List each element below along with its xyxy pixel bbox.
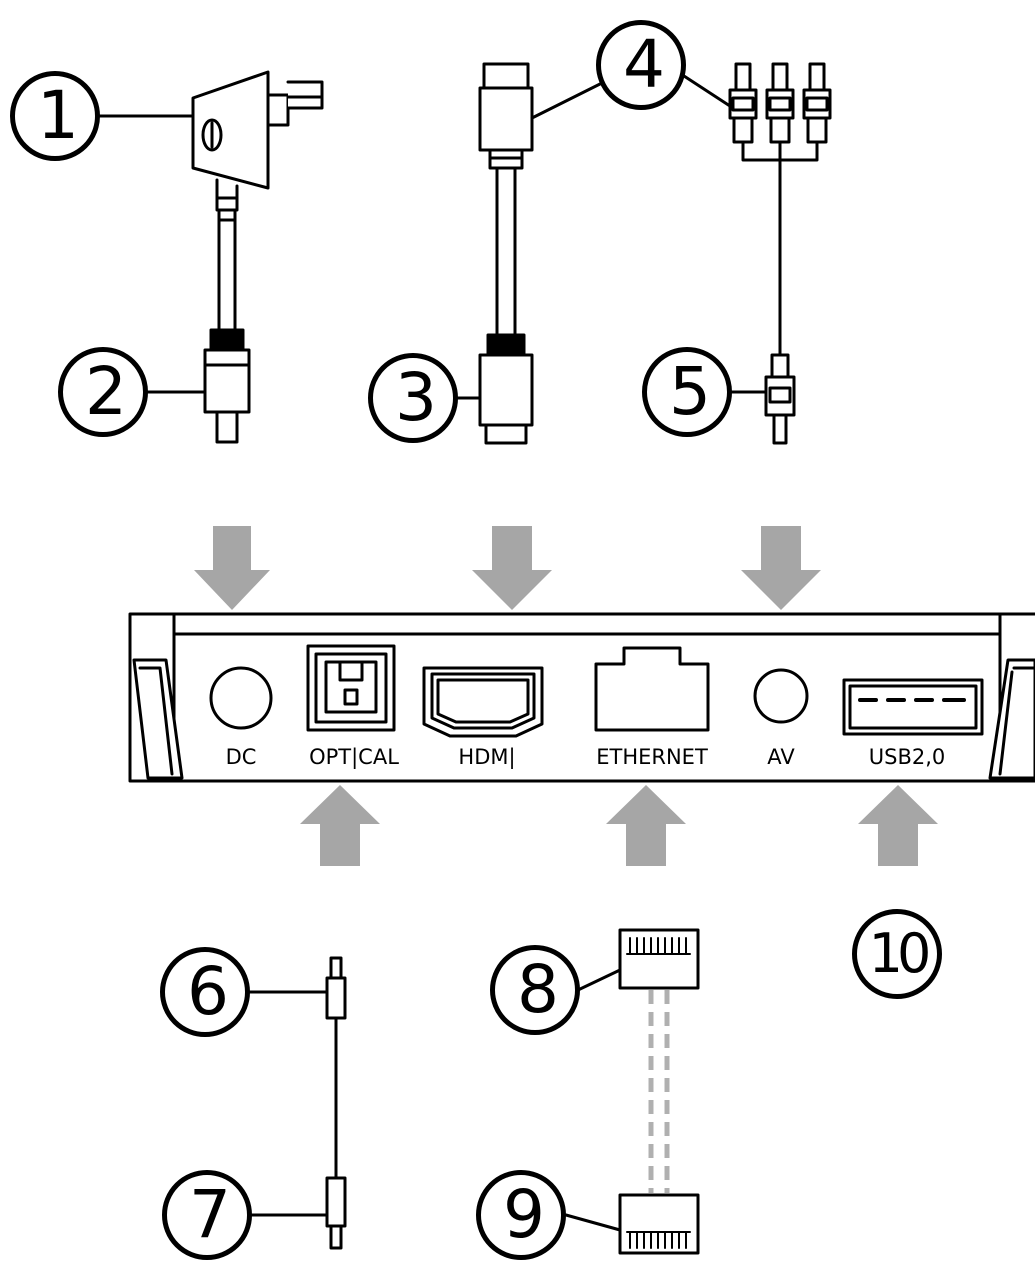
usb-port-icon (842, 678, 984, 736)
down-arrow-icon (472, 526, 552, 610)
ethernet-cable-icon (618, 928, 700, 1255)
port-label-ethernet: ETHERNET (596, 745, 708, 769)
port-label-optical: OPT|CAL (309, 745, 399, 769)
dc-plug-icon (203, 328, 251, 444)
ethernet-port-icon (594, 646, 710, 732)
callout-3: 3 (368, 353, 458, 443)
ethernet-cable-dashed (648, 990, 670, 1193)
hdmi-port-icon (422, 666, 544, 738)
power-adapter-icon (191, 70, 324, 332)
port-label-av: AV (767, 745, 795, 769)
optical-port-icon (306, 644, 396, 732)
callout-5: 5 (642, 347, 732, 437)
callout-2: 2 (58, 347, 148, 437)
port-label-hdmi: HDM| (458, 745, 516, 769)
av-port-icon (753, 668, 809, 724)
callout-9: 9 (476, 1170, 566, 1260)
callout-4: 4 (596, 20, 686, 110)
down-arrow-icon (194, 526, 270, 610)
callout-8: 8 (490, 945, 580, 1035)
callout-6: 6 (160, 947, 250, 1037)
up-arrow-icon (606, 785, 686, 866)
callout-10: 10 (852, 909, 942, 999)
down-arrow-icon (741, 526, 821, 610)
hdmi-cable-icon (478, 62, 534, 445)
port-label-dc: DC (225, 745, 257, 769)
up-arrow-icon (858, 785, 938, 866)
callout-7: 7 (162, 1170, 252, 1260)
dc-port-icon (209, 666, 273, 730)
optical-cable-icon (325, 956, 347, 1250)
up-arrow-icon (300, 785, 380, 866)
set-top-box-device (128, 612, 1035, 783)
av-cable-icon (728, 62, 832, 445)
port-label-usb: USB2,0 (868, 745, 946, 769)
callout-1: 1 (10, 71, 100, 161)
